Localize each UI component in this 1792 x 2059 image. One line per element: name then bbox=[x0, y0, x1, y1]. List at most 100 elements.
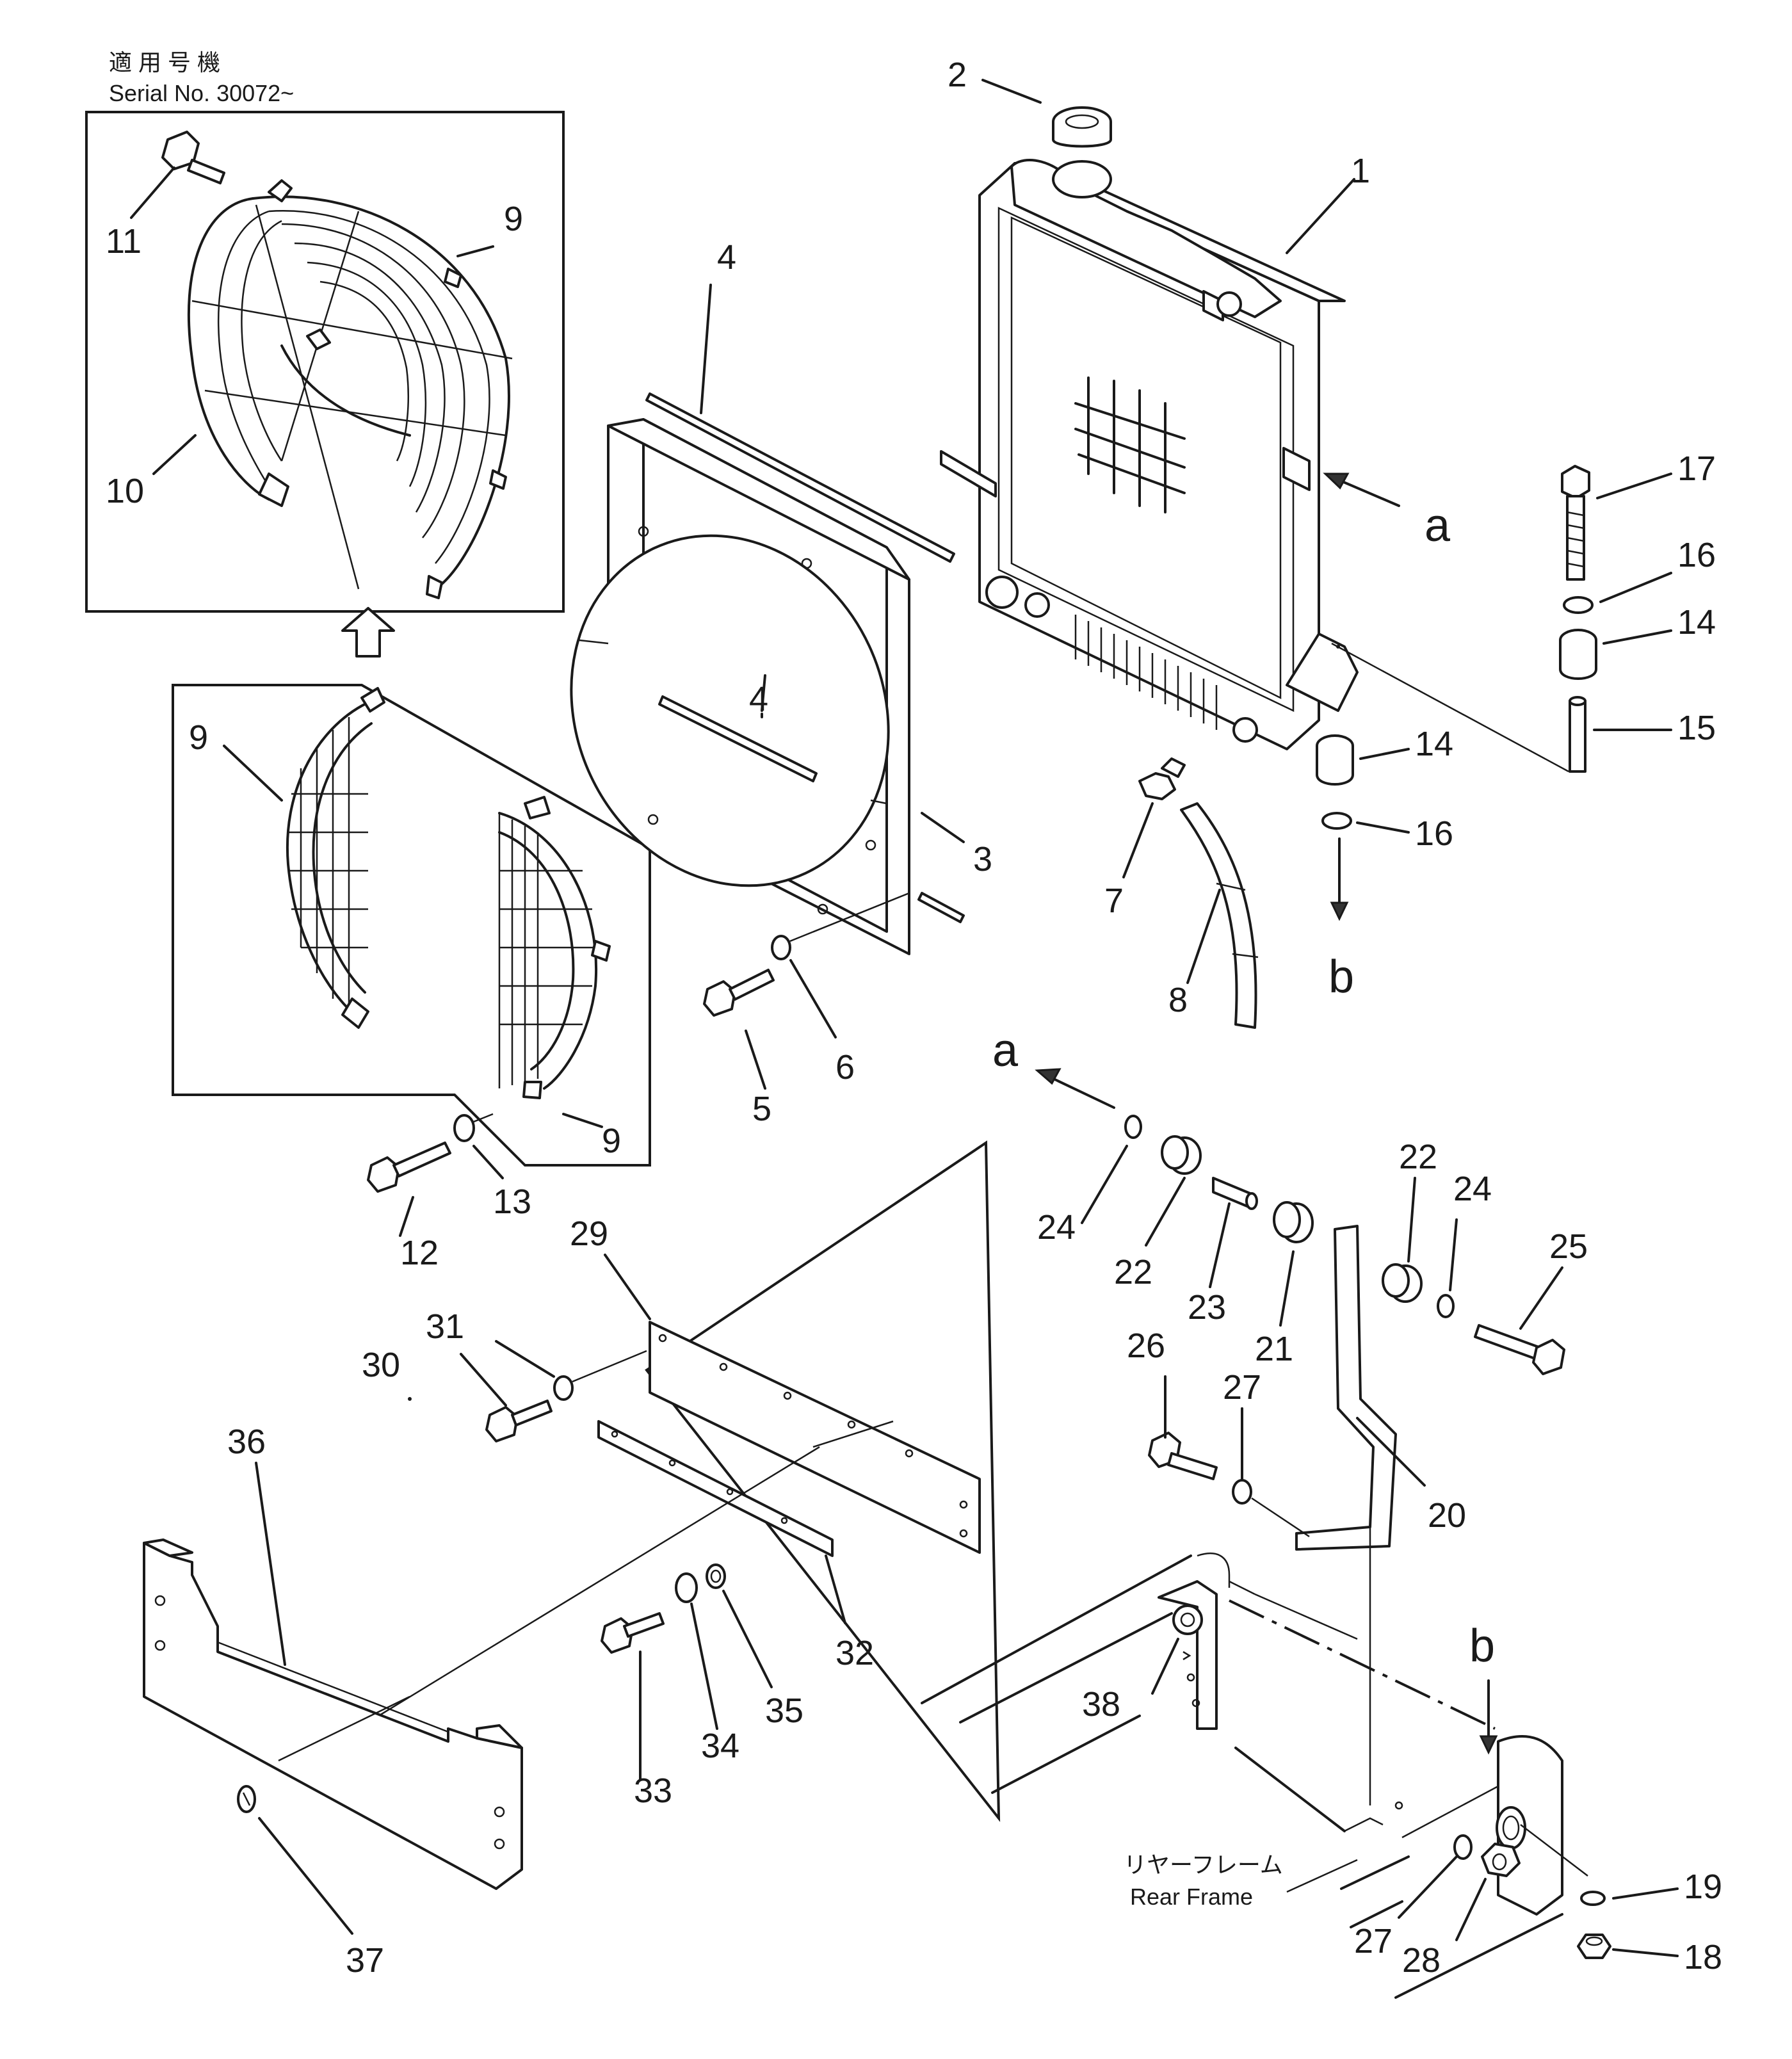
ref-b-top: b bbox=[1328, 951, 1354, 1003]
scan-dot bbox=[1336, 645, 1340, 649]
rear-frame bbox=[921, 1553, 1563, 1999]
leader-35 bbox=[722, 1590, 773, 1688]
fan-shroud bbox=[570, 418, 910, 955]
spacer-22b bbox=[1382, 1263, 1423, 1303]
callout-6: 6 bbox=[835, 1048, 855, 1086]
callout-4b: 4 bbox=[749, 680, 768, 718]
leader-3 bbox=[921, 812, 965, 843]
plug-37 bbox=[237, 1785, 256, 1813]
callout-3: 3 bbox=[973, 840, 992, 878]
leader-36 bbox=[255, 1462, 286, 1666]
callout-18: 18 bbox=[1684, 1938, 1722, 1976]
callout-2: 2 bbox=[948, 56, 967, 94]
leader-6 bbox=[789, 959, 837, 1038]
leader-34 bbox=[690, 1603, 718, 1730]
callout-17: 17 bbox=[1677, 449, 1716, 488]
leader-9c bbox=[562, 1113, 603, 1128]
leader-38 bbox=[1151, 1638, 1179, 1695]
callout-36: 36 bbox=[227, 1423, 266, 1461]
leader-29 bbox=[604, 1254, 651, 1320]
callout-9c: 9 bbox=[602, 1122, 621, 1160]
leader-9b bbox=[223, 745, 283, 802]
up-arrow-icon bbox=[341, 607, 395, 658]
callout-27b: 27 bbox=[1354, 1922, 1392, 1960]
strip-32 bbox=[597, 1420, 834, 1557]
leader-10 bbox=[152, 434, 197, 475]
callout-14a: 14 bbox=[1677, 603, 1716, 642]
bolt-5 bbox=[703, 969, 775, 1017]
callout-38: 38 bbox=[1082, 1685, 1120, 1724]
callout-24b: 24 bbox=[1453, 1170, 1492, 1208]
callout-11: 11 bbox=[106, 222, 141, 261]
leader-22b bbox=[1407, 1177, 1416, 1263]
callout-9b: 9 bbox=[189, 718, 208, 757]
washer-24a bbox=[1124, 1115, 1142, 1139]
leader-23 bbox=[1209, 1202, 1231, 1288]
callout-30: 30 bbox=[362, 1346, 400, 1384]
washer-34 bbox=[675, 1572, 698, 1603]
washer-19 bbox=[1580, 1891, 1606, 1906]
hose-8 bbox=[1180, 802, 1257, 1029]
leader-12 bbox=[399, 1196, 414, 1237]
callout-23: 23 bbox=[1188, 1288, 1226, 1327]
callout-13: 13 bbox=[493, 1183, 531, 1221]
callout-5: 5 bbox=[752, 1090, 771, 1128]
guard-half-left bbox=[286, 687, 385, 1029]
leader-13 bbox=[472, 1145, 504, 1179]
leader-32 bbox=[825, 1554, 846, 1624]
callout-16a: 16 bbox=[1677, 536, 1716, 574]
bolt-17 bbox=[1561, 465, 1590, 581]
leader-18 bbox=[1612, 1948, 1679, 1957]
leader-17 bbox=[1596, 472, 1672, 499]
nut-18 bbox=[1577, 1934, 1611, 1959]
bolt-33 bbox=[601, 1612, 665, 1654]
callout-4a: 4 bbox=[717, 238, 736, 277]
leader-28 bbox=[1455, 1878, 1487, 1941]
leader-20 bbox=[1356, 1417, 1426, 1487]
callout-31: 31 bbox=[426, 1307, 464, 1346]
radiator bbox=[940, 159, 1359, 750]
serial-note-en: Serial No. 30072~ bbox=[109, 80, 294, 106]
ref-b-bottom: b bbox=[1469, 1620, 1495, 1672]
leader-14a bbox=[1602, 629, 1672, 645]
leader-19 bbox=[1612, 1887, 1679, 1900]
bolt-25 bbox=[1474, 1324, 1565, 1375]
seal-4-top bbox=[645, 392, 955, 563]
callout-14b: 14 bbox=[1415, 725, 1453, 763]
scan-dot bbox=[408, 1397, 412, 1401]
fan-guard-full bbox=[187, 179, 513, 599]
frame-note-en: Rear Frame bbox=[1130, 1884, 1253, 1910]
leader-21 bbox=[1279, 1250, 1295, 1327]
leader-24b bbox=[1449, 1218, 1458, 1291]
pin-23 bbox=[1212, 1177, 1258, 1210]
pin-15 bbox=[1569, 696, 1586, 773]
callout-25: 25 bbox=[1549, 1227, 1588, 1266]
leader-11 bbox=[130, 166, 175, 219]
callout-19: 19 bbox=[1684, 1868, 1722, 1906]
leader-24a bbox=[1081, 1145, 1128, 1224]
callout-34: 34 bbox=[701, 1727, 739, 1765]
washer-27b bbox=[1453, 1834, 1473, 1860]
leader-7 bbox=[1122, 802, 1154, 878]
bolt-11 bbox=[161, 131, 225, 184]
washer-16a bbox=[1563, 596, 1594, 614]
bolt-12 bbox=[367, 1142, 451, 1193]
callout-1: 1 bbox=[1351, 152, 1370, 190]
spacer-22a bbox=[1161, 1135, 1202, 1175]
bushing-21 bbox=[1273, 1201, 1314, 1243]
nut-28 bbox=[1481, 1843, 1521, 1877]
leader-1 bbox=[1286, 178, 1355, 254]
callout-16b: 16 bbox=[1415, 814, 1453, 853]
callout-7: 7 bbox=[1104, 882, 1124, 920]
bushing-14a bbox=[1559, 629, 1597, 680]
washer-31 bbox=[553, 1375, 574, 1401]
leader-14b bbox=[1359, 748, 1410, 760]
detail-inset-box bbox=[85, 111, 565, 613]
callout-15: 15 bbox=[1677, 709, 1716, 747]
callout-33: 33 bbox=[634, 1772, 672, 1810]
leader-4a bbox=[700, 284, 712, 414]
guard-panel bbox=[172, 684, 651, 1167]
leader-30 bbox=[460, 1353, 507, 1407]
callout-24a: 24 bbox=[1037, 1208, 1076, 1247]
cover-29 bbox=[649, 1321, 981, 1554]
